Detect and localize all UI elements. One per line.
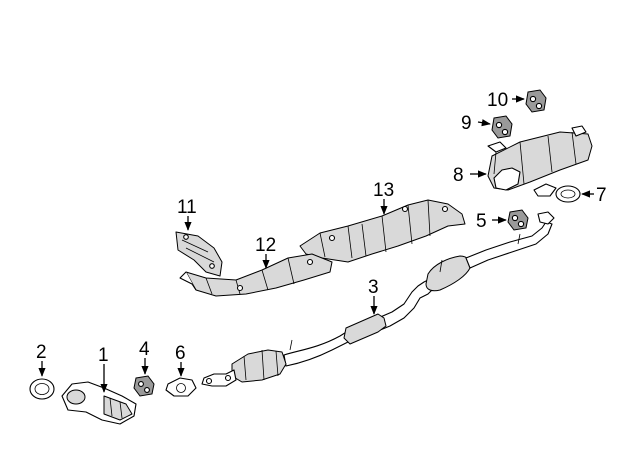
- callout-10: 10: [487, 90, 508, 111]
- part-6-gasket: [165, 377, 197, 397]
- part-1-manifold-pipe: [61, 381, 137, 425]
- callout-7: 7: [596, 185, 607, 206]
- callout-11: 11: [177, 197, 197, 218]
- callout-8: 8: [453, 165, 464, 186]
- part-13-center-heat-shield: [299, 199, 466, 263]
- callout-5: 5: [476, 211, 487, 232]
- part-3-exhaust-pipe-assembly: [201, 211, 555, 387]
- callout-9: 9: [461, 113, 472, 134]
- part-10-hanger: [525, 89, 547, 113]
- part-11-bracket-shield: [175, 231, 223, 277]
- part-4-hanger: [133, 375, 155, 397]
- callout-4: 4: [139, 339, 150, 360]
- leader-9: [477, 119, 491, 127]
- part-8-muffler: [487, 125, 593, 197]
- callout-13: 13: [373, 180, 394, 201]
- callout-6: 6: [175, 343, 186, 364]
- part-12-front-heat-shield: [179, 253, 333, 297]
- callout-2: 2: [36, 342, 47, 363]
- part-5-hanger: [507, 209, 529, 231]
- callout-1: 1: [98, 345, 109, 366]
- part-2-gasket: [29, 378, 55, 400]
- callout-labels: 10 9 8 7 5 13 12 11 3 2 1 4 6: [36, 90, 607, 366]
- leader-lines: [38, 95, 594, 393]
- callout-3: 3: [368, 277, 379, 298]
- part-7-gasket: [555, 185, 581, 203]
- callout-12: 12: [255, 235, 276, 256]
- part-9-hanger: [491, 115, 513, 139]
